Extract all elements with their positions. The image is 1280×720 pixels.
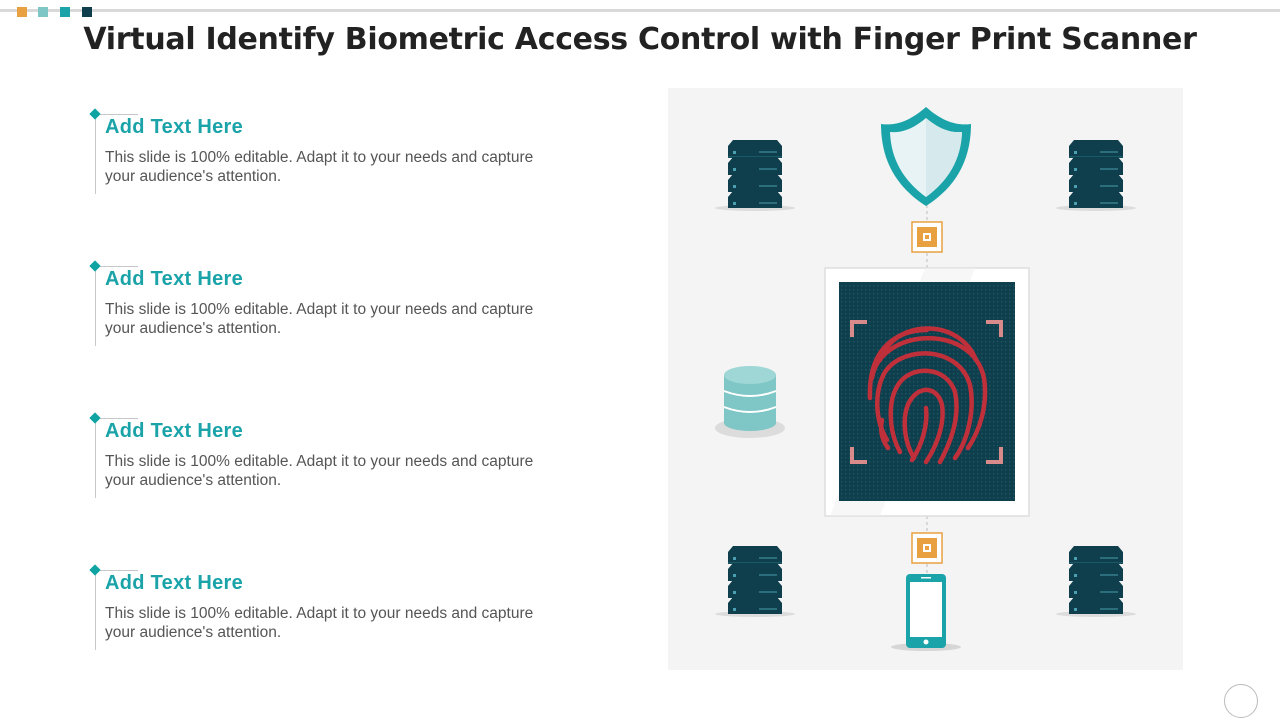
text-item-1: Add Text Here This slide is 100% editabl… bbox=[89, 108, 570, 200]
item-horizontal-line bbox=[96, 570, 138, 571]
item-body: This slide is 100% editable. Adapt it to… bbox=[105, 149, 534, 185]
smartphone-icon bbox=[891, 574, 961, 651]
item-horizontal-line bbox=[96, 418, 138, 419]
item-vertical-line bbox=[95, 114, 96, 194]
text-item-3: Add Text Here This slide is 100% editabl… bbox=[89, 412, 570, 504]
item-body: This slide is 100% editable. Adapt it to… bbox=[105, 453, 534, 489]
corner-decoration bbox=[1224, 684, 1258, 718]
chip-icon bbox=[911, 532, 943, 564]
item-body: This slide is 100% editable. Adapt it to… bbox=[105, 605, 534, 641]
deco-square-dark bbox=[82, 7, 92, 17]
biometric-illustration bbox=[715, 107, 1136, 651]
item-vertical-line bbox=[95, 266, 96, 346]
diamond-bullet-icon bbox=[89, 108, 101, 120]
server-icon bbox=[715, 140, 795, 211]
server-icon bbox=[1056, 140, 1136, 211]
illustration-panel bbox=[668, 88, 1183, 670]
item-heading: Add Text Here bbox=[105, 420, 244, 442]
chip-icon bbox=[911, 221, 943, 253]
item-vertical-line bbox=[95, 570, 96, 650]
item-vertical-line bbox=[95, 418, 96, 498]
diamond-bullet-icon bbox=[89, 412, 101, 424]
diamond-bullet-icon bbox=[89, 564, 101, 576]
item-horizontal-line bbox=[96, 114, 138, 115]
diamond-bullet-icon bbox=[89, 260, 101, 272]
text-item-4: Add Text Here This slide is 100% editabl… bbox=[89, 564, 570, 656]
deco-square-light-teal bbox=[38, 7, 48, 17]
item-body: This slide is 100% editable. Adapt it to… bbox=[105, 301, 534, 337]
top-divider-line bbox=[0, 9, 1280, 12]
item-heading: Add Text Here bbox=[105, 268, 244, 290]
fingerprint-scanner-icon bbox=[824, 267, 1030, 517]
item-heading: Add Text Here bbox=[105, 116, 244, 138]
text-item-2: Add Text Here This slide is 100% editabl… bbox=[89, 260, 570, 352]
server-icon bbox=[715, 546, 795, 617]
item-horizontal-line bbox=[96, 266, 138, 267]
item-heading: Add Text Here bbox=[105, 572, 244, 594]
database-icon bbox=[715, 366, 785, 438]
page-title: Virtual Identify Biometric Access Contro… bbox=[83, 22, 1197, 57]
deco-square-teal bbox=[60, 7, 70, 17]
shield-icon bbox=[881, 107, 971, 206]
server-icon bbox=[1056, 546, 1136, 617]
deco-square-orange bbox=[17, 7, 27, 17]
